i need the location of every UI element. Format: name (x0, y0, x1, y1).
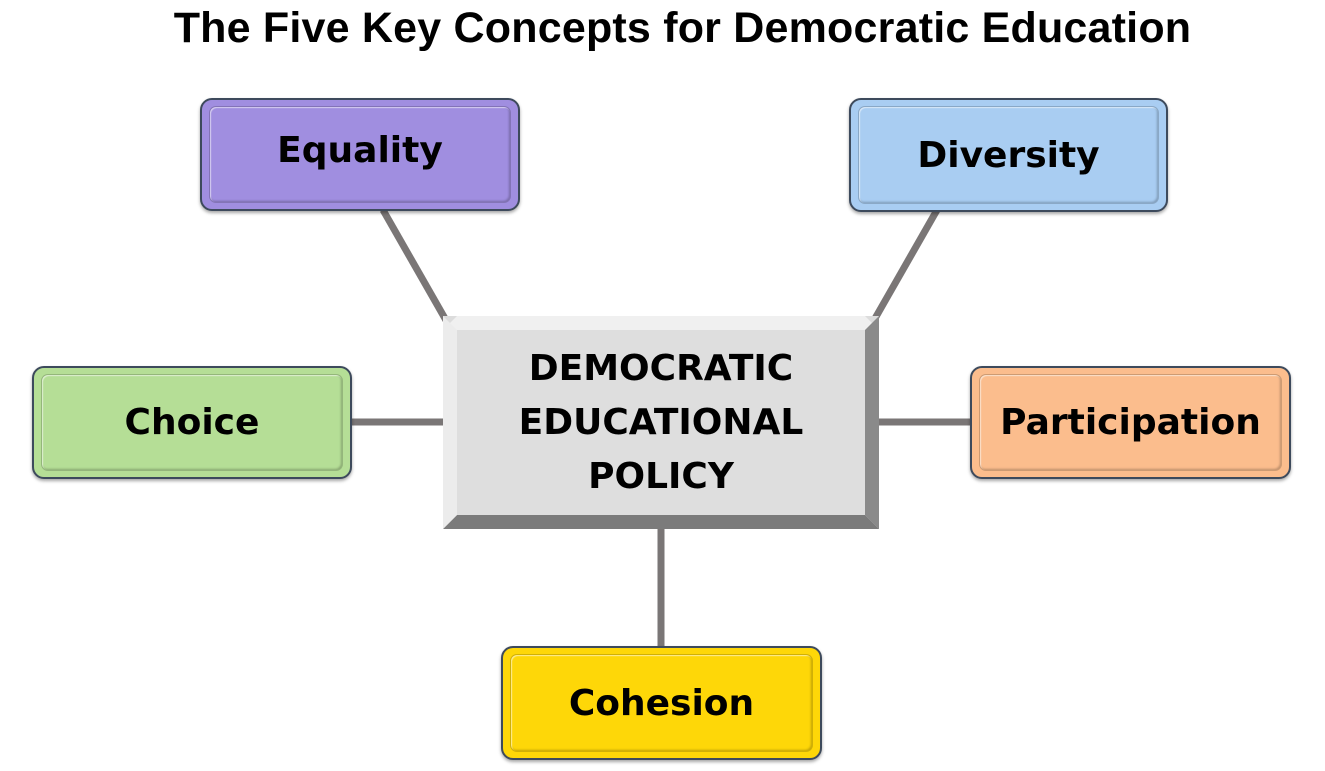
center-bevel-top (443, 316, 879, 330)
concept-diversity: Diversity (849, 98, 1168, 212)
center-bevel-right (865, 316, 879, 529)
diagram-title: The Five Key Concepts for Democratic Edu… (173, 4, 1192, 52)
concept-participation: Participation (970, 366, 1291, 479)
concept-participation-label: Participation (1000, 402, 1261, 443)
center-policy-box: DEMOCRATIC EDUCATIONAL POLICY (443, 316, 879, 529)
concept-choice-inner (41, 374, 343, 471)
concept-diversity-inner (858, 106, 1159, 204)
concept-cohesion-inner (510, 654, 813, 752)
connector-equality (379, 208, 451, 324)
center-bevel-bottom (443, 515, 879, 529)
concept-choice-label: Choice (124, 402, 260, 443)
concept-choice: Choice (32, 366, 352, 479)
concept-cohesion-label: Cohesion (568, 682, 755, 724)
center-face (457, 330, 865, 515)
concept-cohesion: Cohesion (501, 646, 822, 760)
center-bevel-left (443, 316, 457, 529)
concept-diversity-label: Diversity (917, 134, 1100, 176)
center-label: DEMOCRATIC EDUCATIONAL POLICY (457, 330, 865, 515)
center-line-1: DEMOCRATIC (528, 347, 794, 389)
concept-equality: Equality (200, 98, 520, 211)
center-line-2: EDUCATIONAL (518, 401, 804, 443)
connector-diversity (869, 208, 941, 324)
concept-equality-inner (209, 106, 511, 203)
concept-equality-label: Equality (277, 130, 443, 171)
center-line-3: POLICY (588, 455, 734, 497)
concept-participation-inner (979, 374, 1282, 471)
